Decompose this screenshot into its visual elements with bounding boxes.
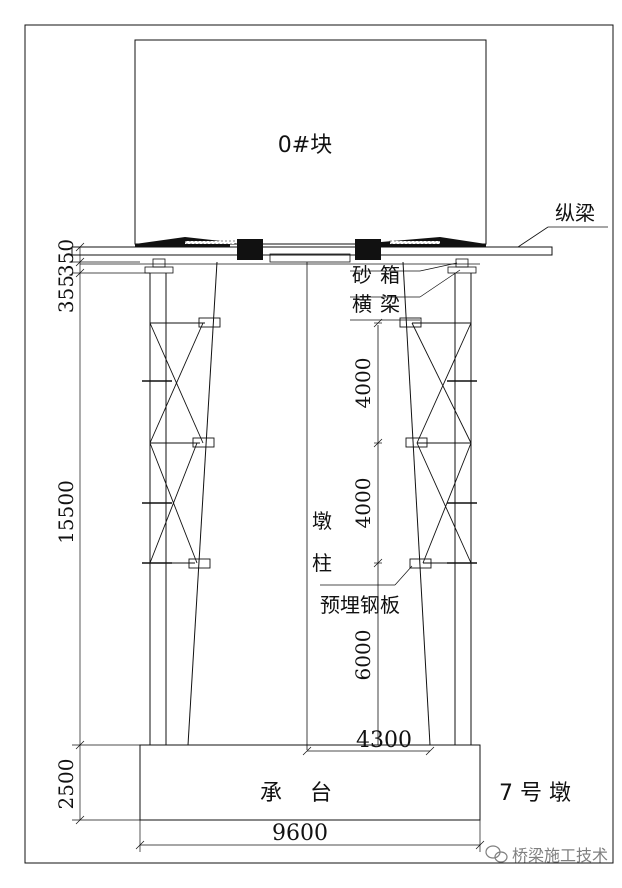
dim-6000: 6000 [351,630,375,681]
dim-4300: 4300 [356,728,412,753]
longitudinal-beam [71,246,553,256]
longitudinal-beam-label: 纵梁 [555,201,595,225]
block-bearing-pads [135,237,486,263]
pier-left-edge [187,261,218,746]
left-dimension-chain [72,242,150,825]
watermark-text: 桥梁施工技术 [512,846,608,865]
block-0-label: 0#块 [278,133,332,158]
block-0-outline [134,39,487,245]
dim-4000-lower: 4000 [351,478,375,529]
pier-column-label-1: 墩 [312,509,332,533]
sand-box-right [455,258,469,268]
sand-box-left [152,258,166,268]
right-steel-column [454,273,472,745]
inner-dimension-chain [373,318,383,568]
pile-cap-label: 承 台 [260,781,332,806]
dim-15500: 15500 [54,480,78,544]
dim-9600-line [135,820,485,852]
left-bracing [142,317,221,569]
cross-beam-label: 横梁 [352,292,408,316]
dim-4300-line [302,746,435,756]
dim-9600: 9600 [272,821,328,846]
watermark: 桥梁施工技术 [485,845,608,865]
pier-right-edge [402,261,431,746]
drawing-frame [24,24,614,864]
wechat-icon [485,845,508,863]
sand-box-label: 砂箱 [352,263,408,287]
pier-column-label-2: 柱 [312,551,332,575]
dim-4000-upper: 4000 [351,358,375,409]
embedded-plate-label: 预埋钢板 [320,593,400,617]
dim-2500: 2500 [54,759,78,810]
pile-cap [139,744,481,821]
dim-350: 350 [54,239,78,277]
dim-355: 355 [54,275,78,313]
right-bracing [399,317,477,569]
left-steel-column [149,273,167,745]
pier-number-label: 7 号 墩 [499,781,571,806]
